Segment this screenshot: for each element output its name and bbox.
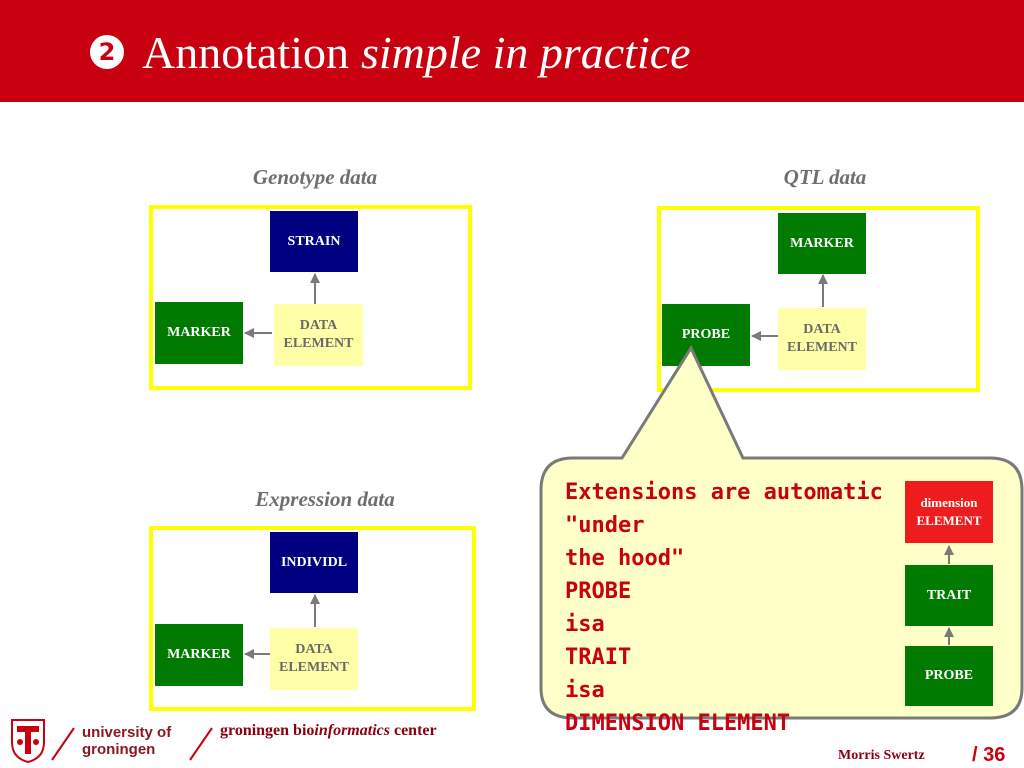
box-marker-qtl: MARKER [778, 213, 866, 274]
center-italic: informatics [314, 722, 390, 739]
callout-shape [539, 344, 1024, 720]
center-prefix: groningen bio [220, 722, 315, 739]
page-number: / 36 [972, 744, 1006, 766]
university-line-1: university of [82, 724, 172, 741]
frame-qtl [657, 206, 980, 392]
title-bar [0, 0, 1024, 102]
box-marker-expression: MARKER [155, 624, 243, 686]
title-italic: simple in practice [360, 26, 691, 78]
box-trait: TRAIT [905, 565, 993, 626]
box-data-element-qtl: DATA ELEMENT [778, 308, 866, 370]
box-data-element-expression: DATA ELEMENT [270, 628, 358, 690]
university-name: university of groningen [82, 724, 171, 758]
callout-text: Extensions are automatic "under the hood… [565, 480, 883, 736]
box-probe-hierarchy: PROBE [905, 646, 993, 706]
caption-genotype: Genotype data [252, 165, 378, 189]
university-crest-icon [11, 719, 45, 764]
author-name: Morris Swertz [838, 748, 925, 763]
box-data-element-genotype: DATA ELEMENT [274, 304, 363, 366]
university-line-2: groningen [82, 741, 156, 758]
title-plain: Annotation [142, 26, 349, 78]
step-number-badge: 2 [90, 35, 124, 69]
box-probe-qtl: PROBE [662, 304, 750, 366]
box-strain: STRAIN [270, 211, 358, 272]
frame-genotype [149, 205, 472, 390]
bioinformatics-center-label: groningen bioinformatics center [220, 722, 437, 740]
box-dimension-element: dimension ELEMENT [905, 481, 993, 543]
slide-title: 2 Annotation simple in practice [90, 22, 691, 82]
caption-qtl: QTL data [783, 165, 867, 189]
box-marker-genotype: MARKER [155, 302, 243, 364]
logo-slash-1 [51, 727, 75, 761]
caption-expression: Expression data [255, 487, 395, 511]
box-individl: INDIVIDL [270, 532, 358, 593]
center-suffix: center [389, 722, 437, 739]
logo-slash-2 [189, 727, 213, 761]
frame-expression [149, 526, 476, 711]
